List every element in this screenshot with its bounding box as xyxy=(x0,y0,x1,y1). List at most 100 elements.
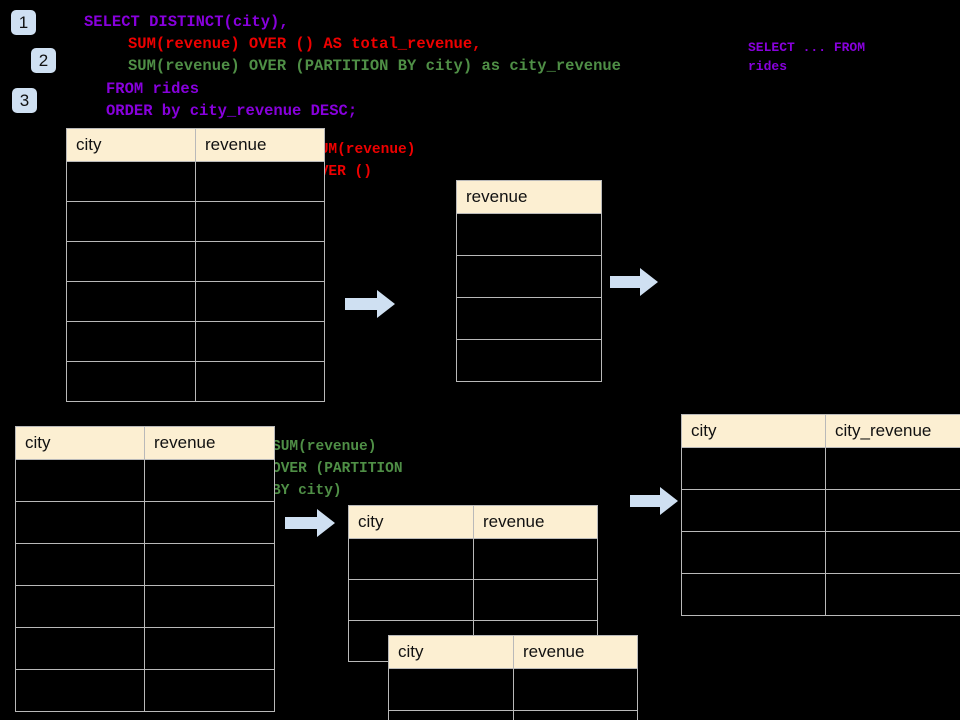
table-row xyxy=(681,489,960,532)
table-cell xyxy=(195,241,325,282)
table-cell xyxy=(66,281,196,322)
table-cell xyxy=(144,459,275,502)
column-header-city-revenue: city_revenue xyxy=(825,414,960,448)
query-line-total-revenue: SUM(revenue) OVER () AS total_revenue, xyxy=(128,35,482,53)
table-row xyxy=(15,501,275,544)
annotation-select-from-rides: SELECT ... FROM rides xyxy=(748,40,866,74)
table-row xyxy=(681,573,960,616)
table-row xyxy=(66,361,325,402)
table-row xyxy=(681,447,960,490)
partition-group-table-front: city revenue xyxy=(388,635,638,720)
table-row xyxy=(456,297,602,340)
table-cell xyxy=(825,489,960,532)
table-row xyxy=(15,585,275,628)
column-header-revenue: revenue xyxy=(456,180,602,214)
table-cell xyxy=(144,585,275,628)
column-header-city: city xyxy=(66,128,196,162)
table-row xyxy=(66,161,325,202)
table-cell xyxy=(681,447,826,490)
column-header-revenue: revenue xyxy=(144,426,275,460)
table-cell xyxy=(144,627,275,670)
table-cell xyxy=(66,241,196,282)
table-cell xyxy=(15,543,145,586)
table-cell xyxy=(144,501,275,544)
table-cell xyxy=(825,573,960,616)
column-header-city: city xyxy=(348,505,474,539)
arrow-total-to-result xyxy=(610,268,658,296)
table-cell xyxy=(66,201,196,242)
table-cell xyxy=(195,361,325,402)
table-row xyxy=(66,201,325,242)
table-row xyxy=(66,281,325,322)
table-cell xyxy=(15,669,145,712)
table-cell xyxy=(513,668,638,711)
table-cell xyxy=(473,538,598,580)
table-cell xyxy=(456,339,602,382)
table-cell xyxy=(681,489,826,532)
table-row xyxy=(388,668,638,711)
table-cell xyxy=(348,538,474,580)
table-cell xyxy=(473,579,598,621)
table-header-row: city revenue xyxy=(388,635,638,669)
column-header-revenue: revenue xyxy=(195,128,325,162)
column-header-revenue: revenue xyxy=(513,635,638,669)
table-row xyxy=(456,213,602,256)
rides-source-table: city revenue xyxy=(66,128,325,402)
table-cell xyxy=(15,585,145,628)
annotation-sum-over-empty: SUM(revenue) OVER () xyxy=(311,142,416,180)
table-header-row: city revenue xyxy=(348,505,598,539)
table-cell xyxy=(681,573,826,616)
table-header-row: city revenue xyxy=(15,426,275,460)
table-cell xyxy=(144,669,275,712)
table-cell xyxy=(456,297,602,340)
total-revenue-table: revenue xyxy=(456,180,602,382)
table-cell xyxy=(456,255,602,298)
column-header-city: city xyxy=(681,414,826,448)
table-cell xyxy=(15,459,145,502)
table-cell xyxy=(66,161,196,202)
table-cell xyxy=(195,161,325,202)
table-header-row: city revenue xyxy=(66,128,325,162)
table-row xyxy=(456,255,602,298)
table-row xyxy=(348,538,598,580)
step-badge-2: 2 xyxy=(31,48,56,73)
table-cell xyxy=(825,531,960,574)
table-row xyxy=(15,543,275,586)
arrow-source-to-partition xyxy=(285,509,335,537)
arrow-source-to-total xyxy=(345,290,395,318)
query-line-from: FROM rides xyxy=(106,80,200,98)
arrow-partition-to-result xyxy=(630,487,678,515)
query-line-select: SELECT DISTINCT(city), xyxy=(84,13,289,31)
table-row xyxy=(15,669,275,712)
query-line-order-by: ORDER by city_revenue DESC; xyxy=(106,102,358,120)
table-row xyxy=(15,627,275,670)
table-row xyxy=(388,710,638,720)
result-table: city city_revenue xyxy=(681,414,960,616)
table-cell xyxy=(66,321,196,362)
table-cell xyxy=(388,668,514,711)
step-badge-1: 1 xyxy=(11,10,36,35)
table-row xyxy=(66,241,325,282)
rides-source-table-2: city revenue xyxy=(15,426,275,712)
column-header-city: city xyxy=(15,426,145,460)
table-cell xyxy=(513,710,638,720)
table-cell xyxy=(681,531,826,574)
table-row xyxy=(66,321,325,362)
column-header-city: city xyxy=(388,635,514,669)
step-badge-3: 3 xyxy=(12,88,37,113)
table-cell xyxy=(66,361,196,402)
column-header-revenue: revenue xyxy=(473,505,598,539)
query-line-city-revenue: SUM(revenue) OVER (PARTITION BY city) as… xyxy=(128,57,621,75)
table-row xyxy=(348,579,598,621)
annotation-sum-over-partition: SUM(revenue) OVER (PARTITION BY city) xyxy=(272,439,403,499)
table-cell xyxy=(15,501,145,544)
table-cell xyxy=(15,627,145,670)
table-cell xyxy=(195,281,325,322)
table-cell xyxy=(144,543,275,586)
table-row xyxy=(681,531,960,574)
table-row xyxy=(15,459,275,502)
table-cell xyxy=(456,213,602,256)
table-header-row: revenue xyxy=(456,180,602,214)
table-header-row: city city_revenue xyxy=(681,414,960,448)
